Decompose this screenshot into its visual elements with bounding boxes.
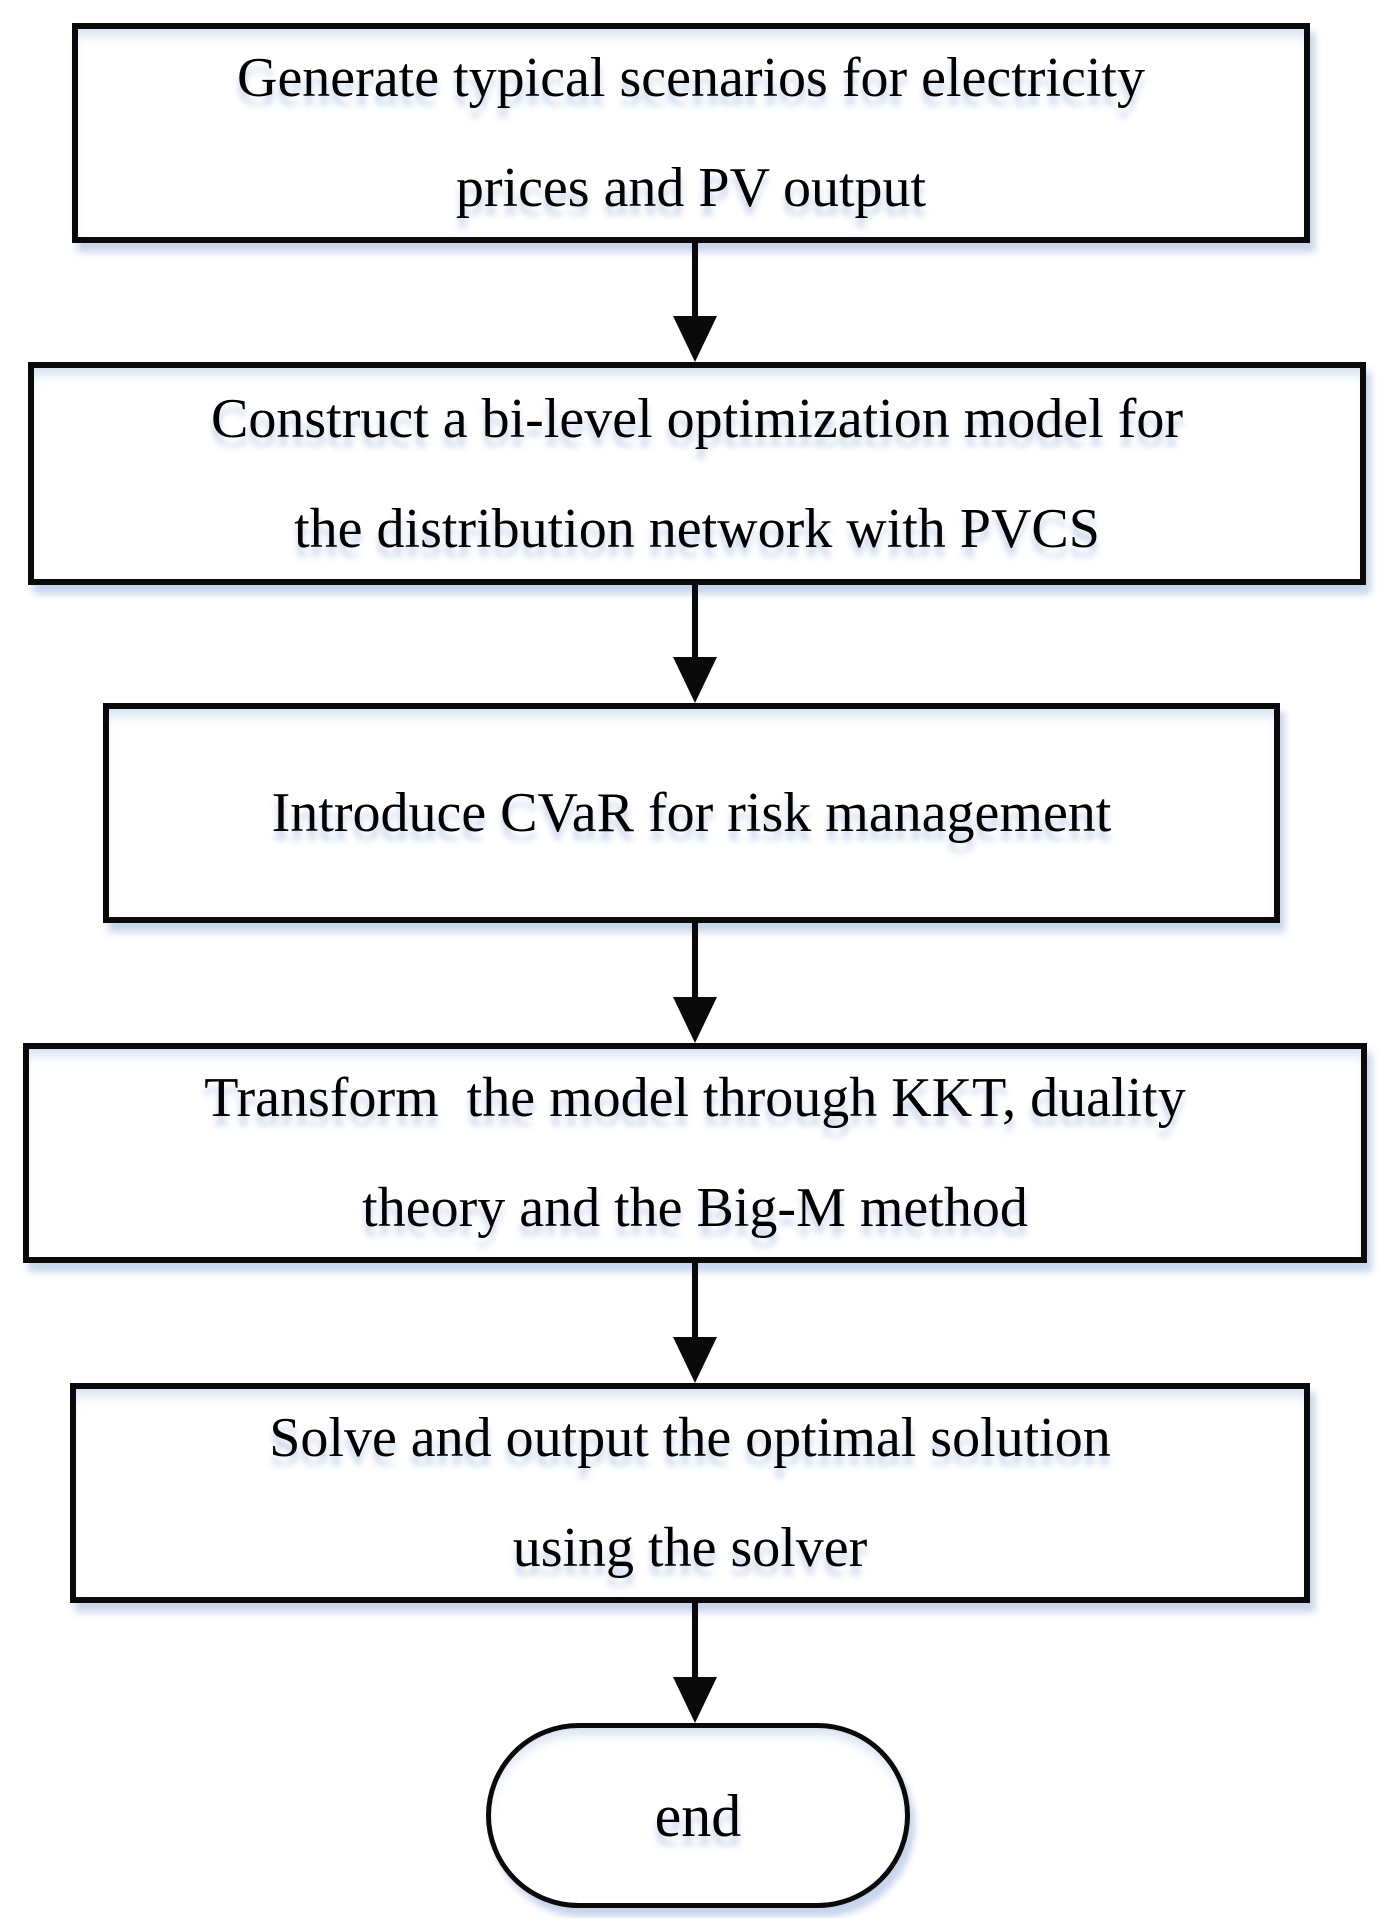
step-text: Generate typical scenarios for electrici… xyxy=(237,47,1145,109)
flow-arrow-1 xyxy=(673,243,717,362)
arrow-shaft xyxy=(692,1603,698,1677)
arrow-shaft xyxy=(692,923,698,997)
step-solve-output: Solve and output the optimal solution us… xyxy=(70,1383,1310,1603)
step-text: prices and PV output xyxy=(455,157,927,219)
step-text: Introduce CVaR for risk management xyxy=(271,782,1112,844)
arrow-head-icon xyxy=(673,997,717,1043)
step-text: Transform the model through KKT, duality xyxy=(204,1067,1186,1129)
flow-arrow-2 xyxy=(673,585,717,703)
step-introduce-cvar: Introduce CVaR for risk management xyxy=(103,703,1280,923)
arrow-head-icon xyxy=(673,657,717,703)
step-text: the distribution network with PVCS xyxy=(294,497,1100,560)
step-text: theory and the Big-M method xyxy=(362,1177,1028,1239)
flow-arrow-4 xyxy=(673,1263,717,1383)
arrow-shaft xyxy=(692,243,698,316)
arrow-head-icon xyxy=(673,1677,717,1723)
terminator-end: end xyxy=(486,1723,910,1908)
arrow-shaft xyxy=(692,1263,698,1337)
arrow-head-icon xyxy=(673,1337,717,1383)
step-generate-scenarios: Generate typical scenarios for electrici… xyxy=(72,23,1310,243)
flow-arrow-5 xyxy=(673,1603,717,1723)
flow-arrow-3 xyxy=(673,923,717,1043)
end-label: end xyxy=(654,1782,742,1849)
step-text: Solve and output the optimal solution xyxy=(269,1407,1111,1469)
step-construct-bilevel-model: Construct a bi-level optimization model … xyxy=(28,362,1366,585)
step-text: using the solver xyxy=(512,1517,868,1579)
step-text: Construct a bi-level optimization model … xyxy=(211,387,1183,450)
arrow-shaft xyxy=(692,585,698,657)
step-transform-model: Transform the model through KKT, duality… xyxy=(23,1043,1367,1263)
arrow-head-icon xyxy=(673,316,717,362)
